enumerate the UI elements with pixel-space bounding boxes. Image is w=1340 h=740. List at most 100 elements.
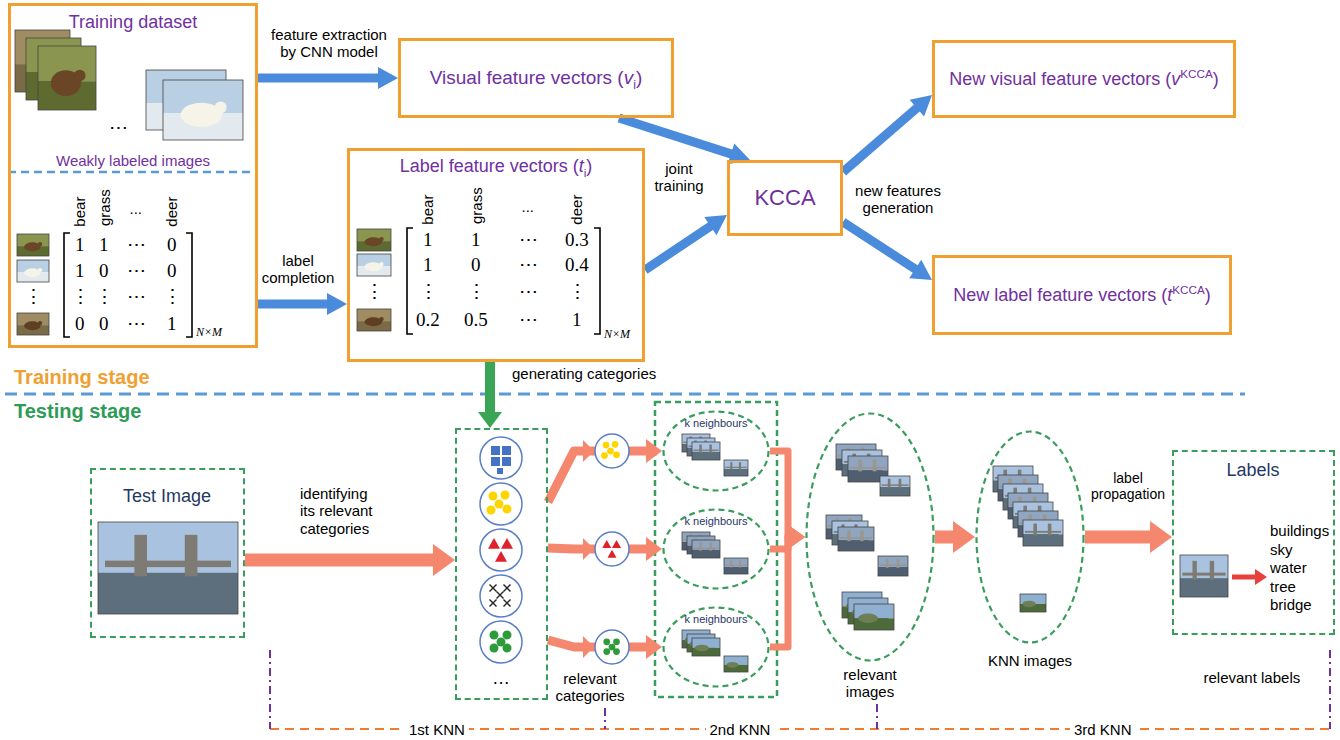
- photo-frame: [357, 229, 391, 251]
- note-label: relevant categories: [552, 670, 628, 705]
- arrowhead: [953, 521, 975, 553]
- category-symbol: [490, 585, 497, 592]
- stage-label: Testing stage: [14, 400, 141, 423]
- photo-frame: [357, 309, 391, 331]
- category-group: …: [455, 428, 548, 700]
- matrix-cell: 0: [99, 260, 109, 282]
- category-symbol: [490, 600, 497, 607]
- photo-deck: [725, 467, 747, 468]
- matrix-cell: 1: [423, 229, 433, 251]
- arrowhead: [791, 527, 805, 547]
- photo-tower: [1192, 561, 1196, 580]
- flow-arrow: [478, 362, 502, 428]
- photo-ground: [1180, 578, 1228, 597]
- photo-tower: [699, 543, 702, 551]
- matrix-header: ...: [130, 200, 143, 217]
- photo-tower: [730, 462, 732, 469]
- category-clusters: [457, 430, 545, 697]
- photo-deck: [693, 450, 718, 451]
- matrix-cell: 1: [471, 229, 481, 251]
- photo-deck: [882, 484, 909, 485]
- stage-divider: [5, 393, 1245, 396]
- arrowhead: [378, 67, 398, 89]
- matrix-cell: ⋯: [127, 260, 146, 282]
- stage-label: Training stage: [14, 366, 150, 389]
- matrix-cell: ⋯: [127, 313, 146, 335]
- math-index: i: [584, 166, 587, 179]
- category-circle: [480, 529, 522, 571]
- node-text: Training dataset: [11, 12, 255, 33]
- dataset-divider: [8, 171, 258, 174]
- photo-thumbnail: [38, 46, 96, 110]
- arrowhead: [1150, 521, 1172, 553]
- category-circle: [480, 483, 522, 525]
- arrowhead: [583, 440, 594, 462]
- arrow-shaft: [843, 105, 920, 172]
- node-text: Weakly labeled images: [11, 152, 255, 169]
- node-text: k neighbours: [662, 417, 770, 430]
- category-symbol: [607, 448, 614, 455]
- node-text: Visual feature vectors (vi): [401, 67, 671, 89]
- arrow-shaft: [645, 224, 714, 270]
- matrix-cell: 0: [167, 234, 177, 256]
- photo-frame: [878, 556, 908, 576]
- arrow-shaft: [485, 362, 495, 415]
- photo-tower: [739, 462, 741, 469]
- category-symbol: [602, 540, 611, 548]
- math-index: KCCA: [1180, 67, 1212, 80]
- knn-stage-label: 3rd KNN: [1070, 721, 1136, 738]
- feature-box: Label feature vectors (ti): [347, 148, 645, 362]
- photo-deck: [1025, 531, 1061, 533]
- matrix-size: N×M: [604, 328, 630, 342]
- photo-ground: [724, 567, 748, 574]
- category-symbol: [497, 592, 504, 599]
- photo-thumbnail: [1180, 555, 1228, 597]
- photo-ground: [98, 573, 238, 614]
- arrow-shaft: [245, 554, 437, 567]
- category-symbol: [501, 491, 510, 500]
- category-symbol: [609, 644, 616, 651]
- photo-tower: [860, 530, 863, 541]
- photo-thumbnail: [692, 638, 720, 656]
- photo-sky: [1023, 520, 1063, 534]
- category-symbol: [612, 441, 619, 448]
- category-circle: [480, 621, 522, 663]
- photo-animal-head: [74, 70, 86, 82]
- photo-deck: [693, 548, 718, 549]
- arrowhead: [646, 439, 662, 463]
- arrowhead: [910, 95, 932, 116]
- knn-stage-label: 2nd KNN: [706, 721, 775, 738]
- category-symbol: [504, 600, 511, 607]
- image-group: KNN images: [975, 430, 1085, 674]
- stage-boundary: [269, 650, 271, 729]
- photo-animal-head: [379, 237, 383, 241]
- stage-boundary: [604, 708, 606, 729]
- photo-deck: [1182, 573, 1225, 576]
- matrix-cell: ⋮: [568, 281, 587, 303]
- photo-deck: [850, 467, 886, 469]
- photo-frame: [692, 540, 720, 558]
- photo-thumbnail: [1023, 520, 1063, 546]
- photo-thumbnail: [17, 260, 49, 282]
- photo-animal-head: [38, 268, 42, 272]
- matrix-cell: 0.5: [464, 309, 488, 331]
- category-symbol: [495, 551, 507, 562]
- category-symbol: [502, 446, 511, 455]
- photo-frame: [1180, 555, 1228, 597]
- edge-label: feature extraction by CNN model: [262, 26, 396, 61]
- category-symbol: [613, 451, 620, 458]
- matrix-cell: 0: [167, 260, 177, 282]
- photo-tower: [730, 560, 732, 567]
- matrix-cell: ⋮: [71, 286, 90, 308]
- arrowhead: [646, 537, 662, 561]
- photo-thumbnail: [878, 556, 908, 576]
- category-symbol: [488, 538, 500, 549]
- relevant-category-circle: [595, 532, 629, 566]
- matrix-cell: 0.3: [565, 229, 589, 251]
- photo-ground: [1023, 534, 1063, 546]
- image-group: relevant images: [805, 412, 935, 702]
- photo-thumbnail: [163, 80, 243, 140]
- category-symbol: [497, 638, 506, 647]
- photo-thumbnail: [838, 527, 874, 551]
- math-variable: t: [579, 156, 584, 176]
